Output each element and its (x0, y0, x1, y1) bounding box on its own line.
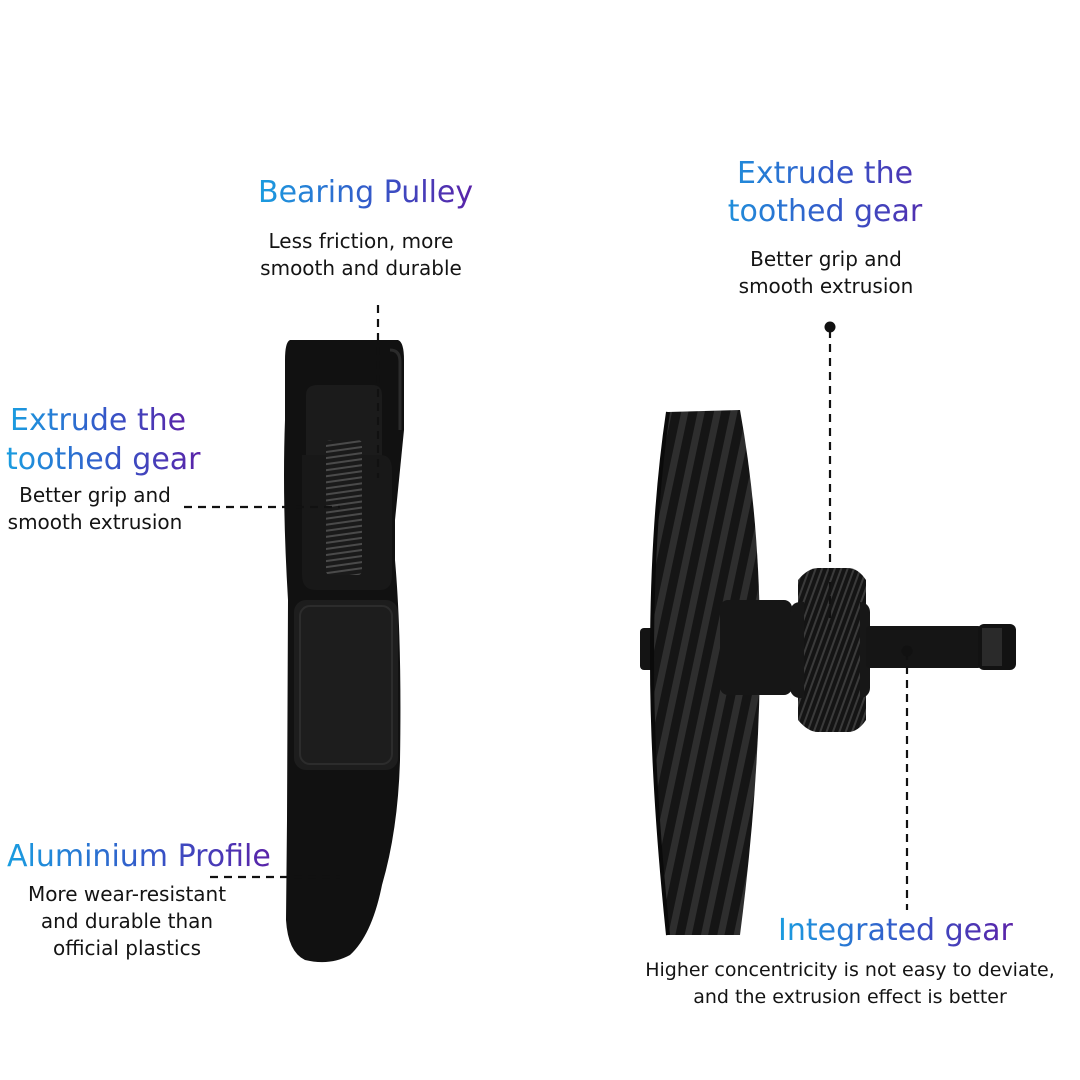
right-gear-desc: Better grip and smooth extrusion (738, 247, 914, 298)
callout-leader-lines (184, 305, 909, 910)
aluminium-profile-desc: More wear-resistant and durable than off… (27, 882, 227, 960)
right-gear-title-line2: toothed gear (700, 193, 950, 231)
left-gear-title-line2: toothed gear (6, 442, 201, 477)
callout-dot (901, 645, 913, 657)
right-gear-title-line1: Extrude the (700, 155, 950, 193)
left-gear-title-line1: Extrude the (10, 403, 187, 438)
aluminium-profile-title: Aluminium Profile (7, 839, 271, 874)
left-gear-desc: Better grip and smooth extrusion (7, 483, 183, 534)
bearing-pulley-desc: Less friction, more smooth and durable (260, 229, 462, 280)
callout-dot (824, 321, 836, 333)
aluminium-arm-image (284, 340, 404, 963)
shaft (866, 626, 982, 668)
bearing-pulley-title: Bearing Pulley (258, 175, 474, 210)
gear-shaft-image (640, 410, 1016, 936)
pulley-thread (326, 440, 362, 575)
integrated-gear-title: Integrated gear (778, 913, 1013, 948)
integrated-gear-desc: Higher concentricity is not easy to devi… (645, 959, 1055, 1008)
large-gear (652, 410, 760, 935)
